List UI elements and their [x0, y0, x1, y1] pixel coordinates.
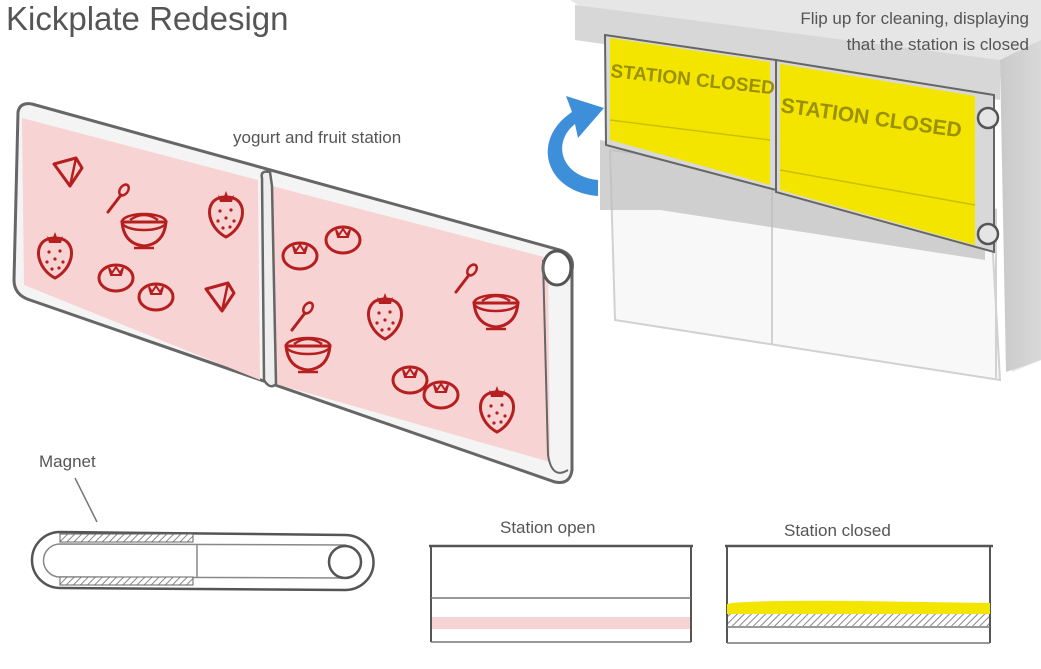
closed-station-render: STATION CLOSED STATION CLOSED [547, 0, 1041, 382]
station-closed-view [725, 544, 993, 644]
magnet-cross-section [30, 477, 375, 592]
station-closed-caption: Station closed [784, 521, 891, 540]
flip-caption: Flip up for cleaning, displaying that th… [800, 6, 1029, 57]
station-open-caption: Station open [500, 518, 596, 537]
magnet-caption: Magnet [39, 452, 96, 471]
flip-caption-line1: Flip up for cleaning, displaying [800, 9, 1029, 28]
flip-caption-line2: that the station is closed [846, 34, 1029, 54]
page-title: Kickplate Redesign [6, 0, 289, 37]
station-caption: yogurt and fruit station [233, 128, 402, 147]
station-open-view [429, 544, 693, 643]
flip-arrow-icon [547, 96, 604, 196]
kickplate-main [12, 102, 574, 484]
